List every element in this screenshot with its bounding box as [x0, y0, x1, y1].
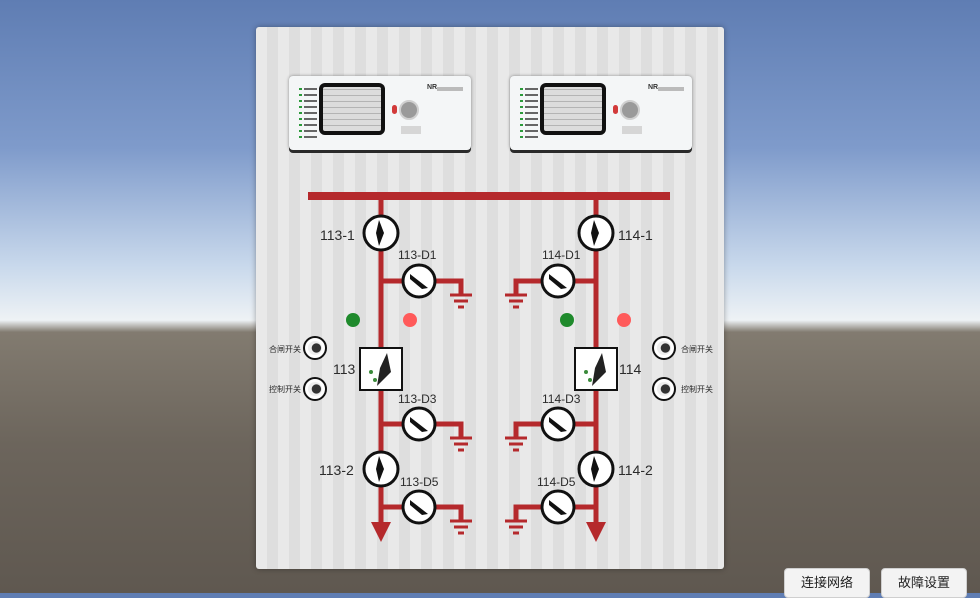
earth-114-d3-label: 114-D3 [542, 392, 581, 406]
close-switch-label-right: 合闸开关 [681, 345, 713, 354]
relay-keypad[interactable] [613, 100, 643, 122]
earth-switch-right-1[interactable] [540, 263, 576, 299]
green-indicator-lamp-right [560, 313, 574, 327]
close-switch-knob-right[interactable] [652, 336, 676, 360]
isolator-left-1[interactable] [362, 214, 400, 252]
connect-network-button[interactable]: 连接网络 [784, 568, 870, 598]
isolator-114-1-label: 114-1 [618, 227, 653, 243]
earth-113-d1-label: 113-D1 [398, 248, 437, 262]
control-switch-knob-right[interactable] [652, 377, 676, 401]
relay-keypad[interactable] [392, 100, 422, 122]
relay-led-column [520, 84, 542, 142]
relay-device-right[interactable]: NR [510, 76, 692, 150]
relay-brand: NR [427, 84, 438, 91]
relay-screen [540, 83, 606, 135]
earth-switch-left-2[interactable] [401, 406, 437, 442]
green-indicator-lamp-left [346, 313, 360, 327]
breaker-113-label: 113 [333, 361, 356, 377]
isolator-right-1[interactable] [577, 214, 615, 252]
relay-model-plate [658, 87, 684, 91]
close-switch-knob-left[interactable] [303, 336, 327, 360]
earth-switch-right-3[interactable] [540, 489, 576, 525]
relay-brand: NR [648, 84, 659, 91]
earth-switch-right-2[interactable] [540, 406, 576, 442]
earth-113-d5-label: 113-D5 [400, 475, 439, 489]
relay-label-plate [401, 126, 421, 134]
red-indicator-lamp-left [403, 313, 417, 327]
earth-113-d3-label: 113-D3 [398, 392, 437, 406]
breaker-left[interactable] [359, 347, 403, 391]
relay-model-plate [437, 87, 463, 91]
isolator-right-2[interactable] [577, 450, 615, 488]
earth-switch-left-1[interactable] [401, 263, 437, 299]
control-switch-knob-left[interactable] [303, 377, 327, 401]
relay-device-left[interactable]: NR [289, 76, 471, 150]
earth-114-d5-label: 114-D5 [537, 475, 576, 489]
fault-settings-button[interactable]: 故障设置 [881, 568, 967, 598]
isolator-114-2-label: 114-2 [618, 462, 653, 478]
relay-label-plate [622, 126, 642, 134]
earth-switch-left-3[interactable] [401, 489, 437, 525]
isolator-left-2[interactable] [362, 450, 400, 488]
control-switch-label-left: 控制开关 [269, 385, 301, 394]
earth-114-d1-label: 114-D1 [542, 248, 581, 262]
breaker-114-label: 114 [619, 361, 642, 377]
relay-led-column [299, 84, 321, 142]
isolator-113-2-label: 113-2 [319, 462, 354, 478]
red-indicator-lamp-right [617, 313, 631, 327]
control-switch-label-right: 控制开关 [681, 385, 713, 394]
breaker-right[interactable] [574, 347, 618, 391]
isolator-113-1-label: 113-1 [320, 227, 355, 243]
close-switch-label-left: 合闸开关 [269, 345, 301, 354]
relay-screen [319, 83, 385, 135]
